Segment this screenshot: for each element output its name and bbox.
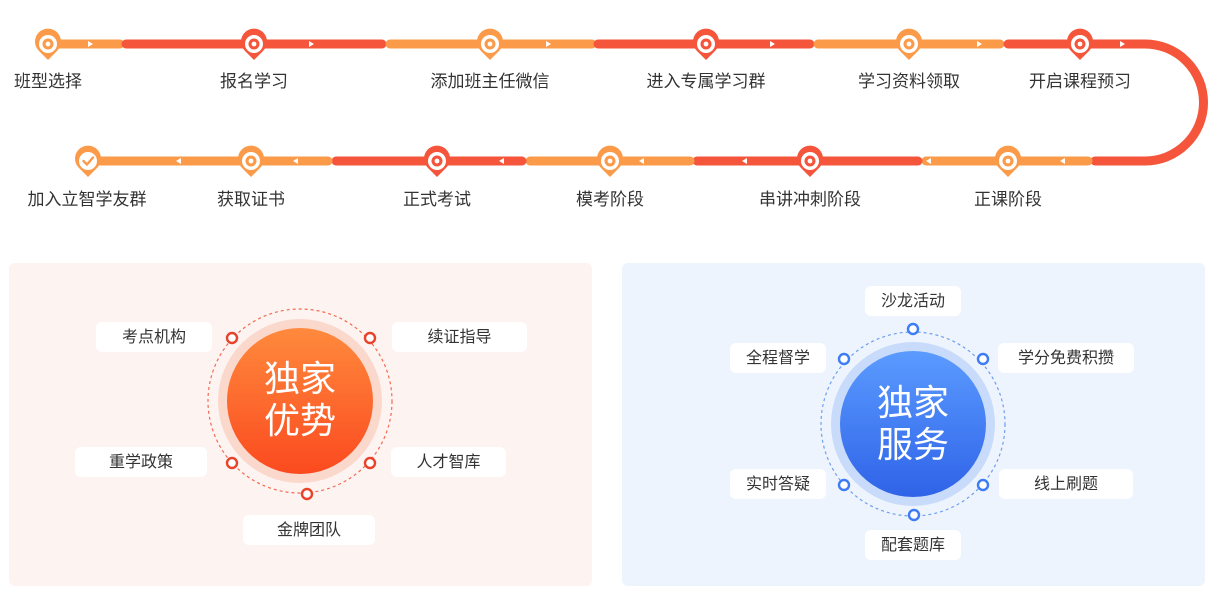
services-panel: 独家 服务 沙龙活动 全程督学 学分免费积攒 实时答疑 线上刷题 配套题库 xyxy=(622,263,1205,586)
marker-step-2 xyxy=(241,28,267,60)
core-title-line: 独家 xyxy=(876,383,949,424)
service-tag: 配套题库 xyxy=(865,530,961,560)
advantages-graphic xyxy=(207,308,393,501)
service-tag: 沙龙活动 xyxy=(865,286,961,316)
step-label: 模考阶段 xyxy=(576,190,644,210)
advantage-tag: 考点机构 xyxy=(96,322,212,352)
step-label: 串讲冲刺阶段 xyxy=(759,190,861,210)
step-label: 学习资料领取 xyxy=(858,72,960,92)
step-label: 加入立智学友群 xyxy=(27,190,147,210)
services-core-title: 独家 服务 xyxy=(843,383,983,467)
node-dot xyxy=(837,352,851,366)
marker-step-11 xyxy=(238,145,264,177)
advantage-tag: 续证指导 xyxy=(392,322,527,352)
advantages-core-title: 独家 优势 xyxy=(230,359,370,443)
step-label: 正式考试 xyxy=(403,190,471,210)
core-title-line: 独家 xyxy=(263,359,336,400)
services-graphic xyxy=(820,322,1006,522)
step-label: 添加班主任微信 xyxy=(430,72,550,92)
marker-step-6 xyxy=(1067,28,1093,60)
service-tag: 线上刷题 xyxy=(999,469,1133,499)
marker-step-9 xyxy=(597,145,623,177)
advantage-tag: 重学政策 xyxy=(75,447,207,477)
advantage-tag: 人才智库 xyxy=(391,447,506,477)
check-icon xyxy=(75,145,101,177)
step-label: 报名学习 xyxy=(220,72,288,92)
advantage-tag: 金牌团队 xyxy=(243,515,375,545)
marker-step-7 xyxy=(995,145,1021,177)
core-title-line: 服务 xyxy=(876,425,949,466)
node-dot xyxy=(976,478,990,492)
node-dot xyxy=(363,331,377,345)
marker-step-3 xyxy=(477,28,503,60)
node-dot xyxy=(363,456,377,470)
service-tag: 实时答疑 xyxy=(730,469,826,499)
step-label: 获取证书 xyxy=(217,190,285,210)
node-dot xyxy=(837,478,851,492)
marker-step-8 xyxy=(797,145,823,177)
advantages-panel: 独家 优势 考点机构 续证指导 重学政策 人才智库 金牌团队 xyxy=(9,263,592,586)
node-dot xyxy=(225,456,239,470)
step-label: 进入专属学习群 xyxy=(646,72,766,92)
core-title-line: 优势 xyxy=(263,401,336,442)
step-label: 班型选择 xyxy=(14,72,82,92)
step-label: 开启课程预习 xyxy=(1029,72,1131,92)
node-dot xyxy=(907,508,921,522)
node-dot xyxy=(225,331,239,345)
node-dot xyxy=(906,322,920,336)
process-timeline xyxy=(35,28,1208,177)
marker-step-1 xyxy=(35,28,61,60)
service-tag: 学分免费积攒 xyxy=(998,343,1134,373)
node-dot xyxy=(300,487,314,501)
timeline-arrows xyxy=(88,41,1125,164)
timeline-row-1 xyxy=(43,39,1208,166)
marker-step-4 xyxy=(693,28,719,60)
marker-step-10 xyxy=(424,145,450,177)
service-tag: 全程督学 xyxy=(730,343,826,373)
node-dot xyxy=(976,352,990,366)
step-label: 正课阶段 xyxy=(974,190,1042,210)
marker-step-5 xyxy=(896,28,922,60)
